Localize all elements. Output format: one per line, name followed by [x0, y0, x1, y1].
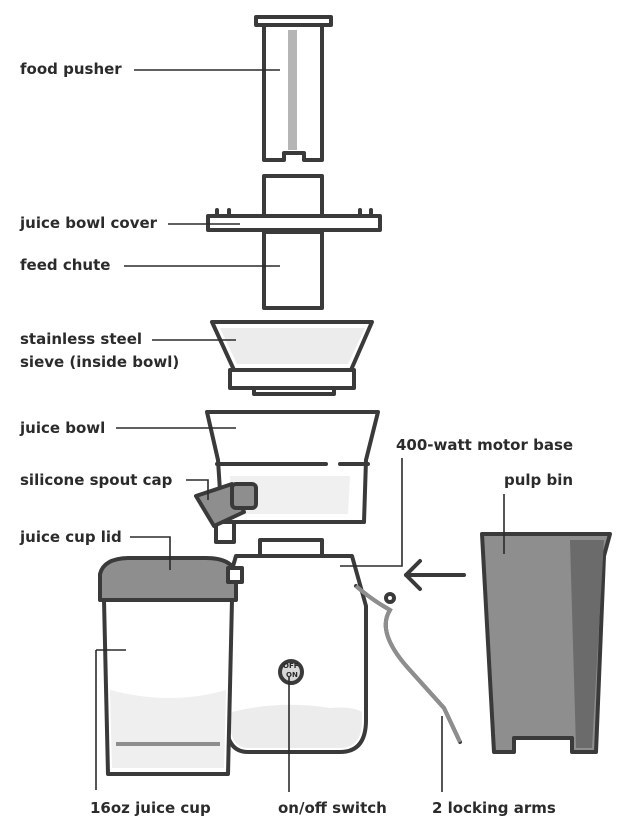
motor-base: [224, 538, 368, 754]
label-juice-cup-lid: juice cup lid: [20, 528, 122, 546]
feed-chute: [262, 174, 324, 310]
juice-bowl-cover: [206, 208, 382, 232]
label-locking-arms: 2 locking arms: [432, 799, 556, 817]
pulp-bin: [480, 532, 612, 754]
label-feed-chute: feed chute: [20, 256, 111, 274]
label-juice-cup: 16oz juice cup: [90, 799, 211, 817]
insertion-arrow: [404, 559, 466, 591]
label-on-off-switch: on/off switch: [278, 799, 387, 817]
label-pulp-bin: pulp bin: [504, 471, 574, 489]
locking-arms: [354, 584, 462, 744]
juice-cup: [102, 598, 234, 776]
label-spout-cap: silicone spout cap: [20, 471, 173, 489]
switch-off-text: OFF: [283, 662, 299, 670]
label-juice-bowl-cover: juice bowl cover: [20, 214, 158, 232]
label-sieve-line1: stainless steel: [20, 330, 143, 348]
leader-lines: [95, 69, 505, 792]
stainless-steel-sieve: [210, 320, 374, 396]
switch-on-text: ON: [286, 671, 298, 679]
food-pusher: [254, 15, 333, 162]
label-motor-base: 400-watt motor base: [396, 436, 574, 454]
label-sieve-line2: sieve (inside bowl): [20, 353, 180, 371]
juice-cup-lid: [98, 556, 244, 602]
label-juice-bowl: juice bowl: [20, 419, 106, 437]
label-food-pusher: food pusher: [20, 60, 122, 78]
juice-bowl: [205, 410, 380, 544]
